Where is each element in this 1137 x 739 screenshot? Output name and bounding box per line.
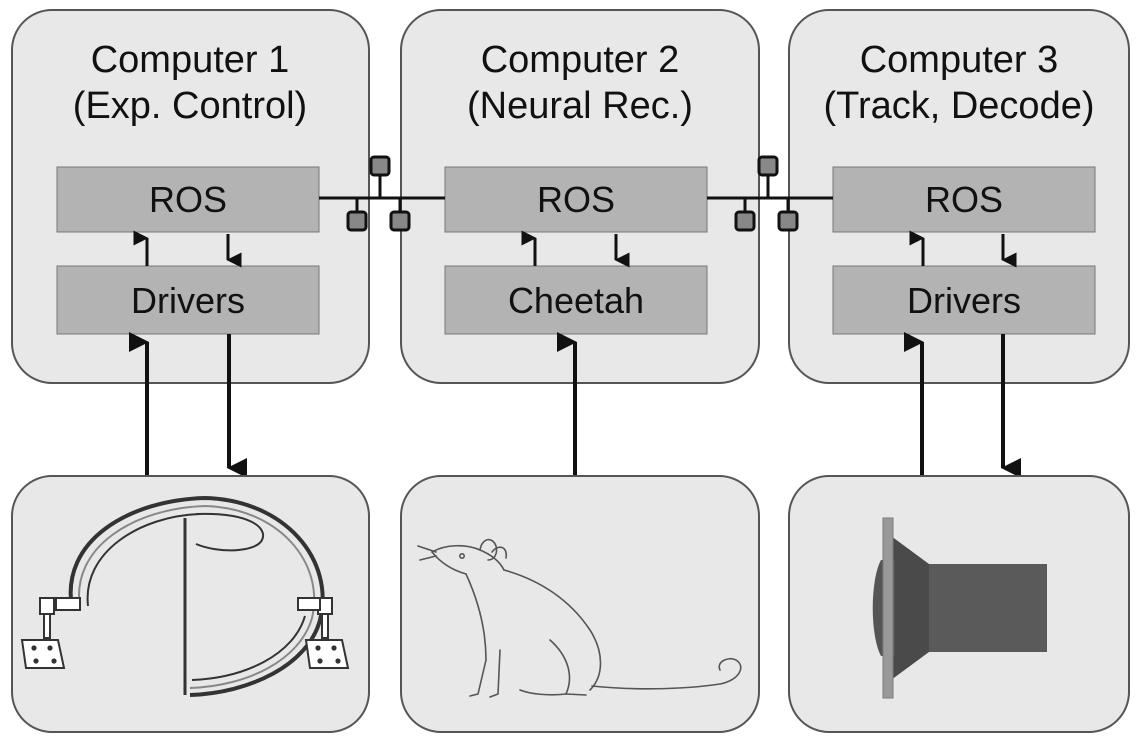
computer-1-subtitle: (Exp. Control): [73, 85, 307, 127]
computer-1-title: Computer 1: [91, 39, 290, 81]
computer-2-title: Computer 2: [481, 39, 680, 81]
network-icon-1-2: [346, 155, 411, 232]
computer-3-driver-box: [832, 265, 1096, 335]
computer-3-subtitle: (Track, Decode): [824, 85, 1095, 127]
computer-3-ros-label: ROS: [925, 179, 1003, 220]
computer-1-driver-label: Drivers: [131, 280, 245, 321]
camera-icon: [872, 517, 1047, 699]
computer-2-ros-box: [444, 166, 708, 233]
network-link-1-2: [319, 175, 445, 212]
computer-1-driver-box: [56, 265, 320, 335]
rat-icon: [417, 538, 742, 698]
computer-3-title: Computer 3: [860, 39, 1059, 81]
computer-2-subtitle: (Neural Rec.): [467, 85, 693, 127]
computer-2-ros-label: ROS: [537, 179, 615, 220]
maze-track-icon: [20, 495, 350, 697]
computer-3-driver-label: Drivers: [907, 280, 1021, 321]
device-2-panel: [400, 475, 760, 733]
computer-1-ros-label: ROS: [149, 179, 227, 220]
network-icon-2-3: [734, 155, 799, 232]
computer-3-ros-box: [832, 166, 1096, 233]
network-link-2-3: [707, 175, 833, 212]
computer-2-driver-label: Cheetah: [508, 280, 644, 321]
